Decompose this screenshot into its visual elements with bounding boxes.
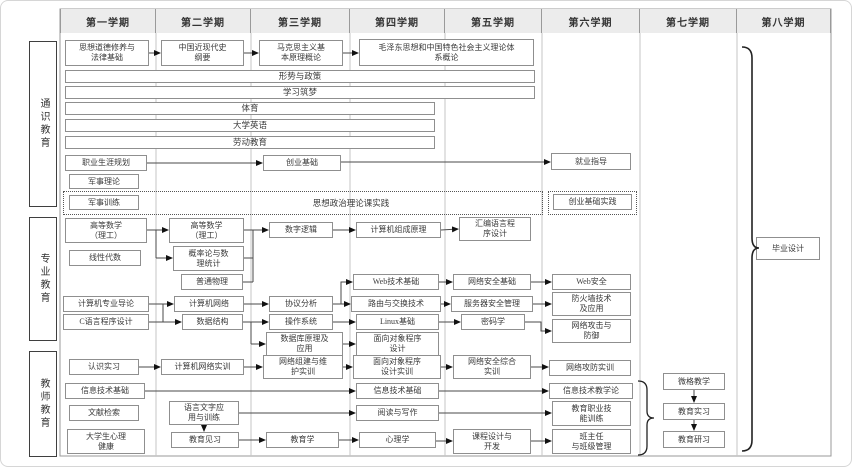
course-box: 面向对象程序 设计 (356, 332, 439, 356)
course-box: 阅读与写作 (356, 405, 439, 421)
course-box: 网络安全综合 实训 (453, 355, 531, 379)
course-box: 普通物理 (181, 274, 243, 290)
course-box: Linux基础 (356, 314, 439, 330)
section-label-text: 专业教育 (38, 253, 49, 305)
course-bar: 学习筑梦 (65, 86, 535, 99)
course-box: 课程设计与 开发 (453, 429, 531, 454)
section-label-text: 通识教育 (38, 98, 49, 150)
course-box: 军事训练 (69, 195, 139, 210)
course-bar: 形势与政策 (65, 70, 535, 83)
course-box: 防火墙技术 及应用 (552, 292, 631, 316)
practice-group-label: 思想政治理论课实践 (312, 198, 390, 208)
course-box: 教育职业技 能训练 (552, 401, 631, 426)
course-box: Web安全 (552, 274, 631, 290)
course-box: 职业生涯规划 (65, 155, 147, 171)
course-box: 毛泽东思想和中国特色社会主义理论体 系概论 (359, 39, 534, 66)
section-label-1: 通识教育 (29, 41, 57, 207)
course-box: 大学生心理 健康 (67, 429, 145, 454)
course-box: 语言文字应 用与训练 (169, 401, 239, 425)
course-box: 军事理论 (69, 174, 139, 189)
semester-header-1: 第一学期 (60, 9, 156, 33)
section-label-text: 教师教育 (38, 378, 49, 430)
course-box: 思想道德修养与 法律基础 (65, 40, 149, 66)
course-box: 信息技术基础 (356, 383, 439, 399)
semester-header-7: 第七学期 (640, 9, 737, 33)
course-box: 高等数学 （理工） (169, 218, 244, 243)
course-box: 数据结构 (182, 314, 243, 330)
semester-header-5: 第五学期 (445, 9, 542, 33)
course-box: 微格教学 (663, 373, 725, 390)
course-box: 创业基础 (263, 155, 341, 171)
course-box: 网络攻防实训 (549, 360, 631, 376)
course-box: 数据库原理及 应用 (266, 332, 343, 356)
dotted-practice-group-2 (548, 191, 637, 215)
course-box: 毕业设计 (756, 237, 820, 260)
course-box: 数字逻辑 (269, 222, 333, 238)
course-box: 计算机专业导论 (63, 296, 149, 312)
course-box: 教育研习 (663, 431, 725, 448)
semester-header-8: 第八学期 (737, 9, 831, 33)
course-box: 创业基础实践 (553, 194, 632, 210)
course-box: 心理学 (359, 432, 436, 448)
course-box: C语言程序设计 (63, 314, 149, 330)
course-box: 路由与交换技术 (351, 296, 441, 312)
course-box: 班主任 与班级管理 (552, 429, 631, 454)
course-box: 文献检索 (69, 405, 139, 421)
section-label-3: 教师教育 (29, 351, 57, 457)
course-box: 教育学 (266, 432, 339, 448)
course-box: 密码学 (461, 314, 525, 330)
course-box: 计算机网络实训 (161, 359, 244, 375)
course-box: 中国近现代史 纲要 (161, 40, 244, 66)
course-box: 汇编语言程 序设计 (459, 217, 531, 241)
course-box: 就业指导 (551, 153, 631, 170)
course-box: 信息技术基础 (65, 383, 145, 399)
course-box: 线性代数 (69, 250, 141, 266)
course-bar: 劳动教育 (65, 136, 435, 149)
course-box: Web技术基础 (353, 274, 439, 290)
course-box: 计算机组成原理 (356, 222, 441, 238)
course-bar: 体育 (65, 102, 435, 115)
course-box: 服务器安全管理 (451, 296, 533, 312)
course-box: 协议分析 (269, 296, 333, 312)
course-box: 网络组建与维 护实训 (263, 355, 343, 379)
semester-header-2: 第二学期 (156, 9, 251, 33)
course-box: 认识实习 (69, 359, 139, 375)
section-label-2: 专业教育 (29, 217, 57, 341)
course-box: 网络攻击与 防御 (552, 319, 631, 343)
course-box: 信息技术教学论 (549, 383, 633, 399)
semester-header-4: 第四学期 (350, 9, 445, 33)
course-box: 面向对象程序 设计实训 (353, 355, 441, 379)
course-box: 操作系统 (269, 314, 333, 330)
course-box: 概率论与数 理统计 (173, 246, 244, 271)
course-box: 高等数学 （理工） (65, 218, 147, 243)
course-bar: 大学英语 (65, 119, 435, 132)
dotted-practice-group-1 (63, 191, 543, 215)
semester-header-3: 第三学期 (251, 9, 350, 33)
course-box: 教育实习 (663, 403, 725, 420)
course-box: 马克思主义基 本原理概论 (259, 40, 343, 66)
course-box: 网络安全基础 (453, 274, 531, 290)
semester-header-6: 第六学期 (542, 9, 640, 33)
course-box: 计算机网络 (174, 296, 244, 312)
course-box: 教育见习 (171, 432, 239, 448)
